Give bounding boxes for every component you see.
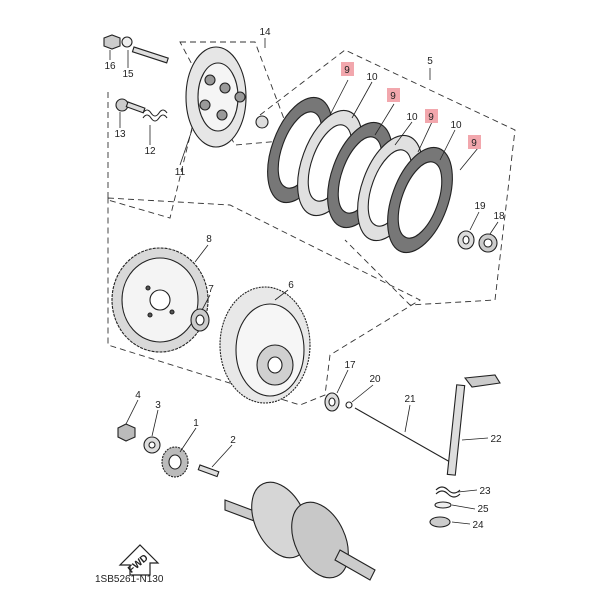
fwd-arrow-icon: FWD	[118, 544, 160, 576]
part-crankshaft	[224, 481, 376, 581]
callout-8: 8	[206, 234, 212, 245]
part-primary-gear-8	[111, 247, 209, 353]
callout-17: 17	[344, 360, 356, 371]
callout-9c: 9	[428, 112, 434, 123]
callout-21: 21	[404, 394, 416, 405]
callout-11: 11	[175, 167, 186, 178]
leader-lines	[109, 38, 499, 525]
part-spring-12	[115, 98, 168, 122]
callout-9b: 9	[390, 91, 396, 102]
callout-9a: 9	[344, 65, 350, 76]
callout-10c: 10	[450, 120, 462, 131]
part-bolt-16	[103, 34, 169, 64]
callout-16: 16	[104, 61, 116, 72]
part-push-rod-21	[354, 407, 451, 463]
callout-24: 24	[472, 520, 484, 531]
callout-2: 2	[230, 435, 236, 446]
part-nut-18	[457, 230, 498, 253]
callout-20: 20	[369, 374, 381, 385]
callout-19: 19	[474, 201, 486, 212]
callout-22: 22	[490, 434, 502, 445]
part-collar-7	[190, 308, 210, 332]
part-clutch-housing-6	[219, 286, 311, 404]
callout-25: 25	[477, 504, 489, 515]
callout-12: 12	[144, 146, 156, 157]
callout-1: 1	[193, 418, 199, 429]
callout-13: 13	[114, 129, 126, 140]
callout-6: 6	[288, 280, 294, 291]
callout-4: 4	[135, 390, 141, 401]
drawing-code: 1SB5261-N130	[95, 574, 164, 585]
part-pressure-plate-14	[185, 46, 269, 148]
part-washer-17	[324, 392, 353, 412]
callout-10a: 10	[366, 72, 378, 83]
callout-14: 14	[259, 27, 271, 38]
callout-23: 23	[479, 486, 491, 497]
callout-labels: 1 2 3 4 5 6 7 8 9 9 9 9 10 10 10 11 12 1…	[104, 27, 505, 531]
callout-7: 7	[208, 284, 214, 295]
callout-3: 3	[155, 400, 161, 411]
part-drive-gear-1	[161, 446, 220, 478]
part-clutch-plates-stack	[267, 96, 453, 254]
part-push-lever-22	[446, 374, 501, 476]
callout-5: 5	[427, 56, 433, 67]
highlight-boxes	[341, 62, 481, 149]
callout-10b: 10	[406, 112, 418, 123]
callout-9d: 9	[471, 138, 477, 149]
callout-15: 15	[122, 69, 134, 80]
callout-18: 18	[493, 211, 505, 222]
part-spring-23	[429, 486, 461, 528]
